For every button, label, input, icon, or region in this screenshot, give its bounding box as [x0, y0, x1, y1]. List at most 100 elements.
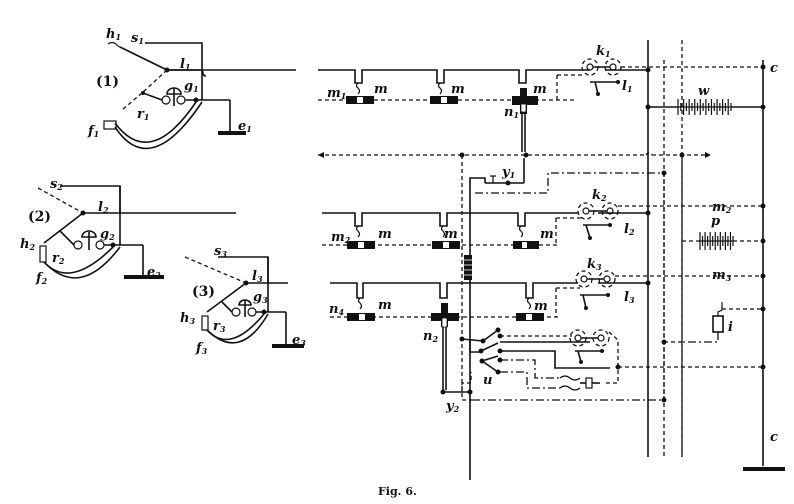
op-jack-dashed [608, 331, 619, 367]
station-1-hook-lever [119, 46, 168, 71]
jack-k1-contact-2 [616, 80, 620, 84]
jack-k1-l-label: l1 [622, 79, 633, 94]
lamp-i-icon [712, 315, 724, 333]
station-2-cord-outer [43, 246, 121, 279]
station-1-number: (1) [96, 74, 119, 90]
switch-u-wire-2 [500, 350, 610, 369]
jack-k1-left [586, 63, 594, 71]
signal-arrow-left-icon [318, 152, 324, 158]
operator-switch: y2 u [440, 327, 763, 414]
station-3-bell-dome-icon [238, 299, 252, 306]
c-junction-1 [760, 64, 766, 70]
station-1-h-wire [107, 41, 121, 48]
station-1-h-label: h1 [106, 27, 121, 42]
jack-k3-right [603, 275, 611, 283]
exchange-row-3: n4 m m n2 k3 l3 [329, 257, 763, 390]
station-3-s-label: s3 [214, 244, 227, 259]
station-1-l-label: l1 [180, 57, 191, 72]
station-2-e-label: e2 [147, 265, 161, 280]
c-junction-5 [760, 273, 766, 279]
row-2-relay-3-label: m [540, 227, 554, 242]
c-junction-6 [760, 306, 766, 312]
y2-bar [442, 390, 470, 393]
row-3-relay-3-label: m [534, 299, 548, 314]
switch-u-lever-1 [461, 338, 484, 342]
exchange-row-1: m1 m m m n1 k1 l1 [318, 44, 763, 152]
station-3-number: (3) [192, 284, 215, 300]
row-2-relay-1-window [358, 242, 364, 248]
station-1-cord-outer [114, 101, 203, 150]
plug-n1-tip [520, 103, 527, 113]
station-1-bell-right [176, 95, 186, 105]
jack-k3-l-label: l3 [624, 290, 635, 305]
op-jack-left [574, 334, 582, 342]
jack-k1-right [609, 63, 617, 71]
induction-coil [464, 255, 472, 280]
row-1-relay-1-right-label: m [374, 82, 388, 97]
jack-k2-l-label: l2 [624, 222, 635, 237]
jack-k2-contact-2 [608, 223, 612, 227]
lamp-i-lead-top [717, 302, 723, 316]
station-3-h-label: h3 [180, 311, 195, 326]
station-1-cord-inner [114, 101, 197, 143]
row-3-line [330, 282, 578, 299]
jack-k2-contact [588, 236, 592, 240]
c-junction-7 [760, 364, 766, 370]
station-2-f-label: f2 [35, 271, 48, 286]
y2-dashed [461, 372, 472, 392]
row-1-relay-2-spring [437, 82, 443, 95]
station-3-e-label: e3 [292, 333, 306, 348]
battery-w-label: w [698, 84, 710, 99]
row-1-relay-1-window [357, 97, 363, 103]
switch-u-label: u [483, 373, 492, 388]
station-3-g-label: g3 [253, 290, 268, 305]
station-2-hook-lever [43, 212, 84, 244]
station-2-g-label: g2 [100, 227, 115, 242]
row-2-relay-2-label: m [444, 227, 458, 242]
station-1-g-label: g1 [184, 79, 199, 94]
station-2-h-label: h2 [20, 237, 35, 252]
battery-p-icon [699, 232, 734, 250]
battery-w-icon [677, 99, 732, 115]
switch-u-blade-3 [481, 355, 499, 362]
row-3-relay-1-window [359, 314, 365, 320]
station-2-rest-lever [37, 187, 84, 214]
station-1-rest-lever-tail [121, 92, 143, 111]
station-3-l-label: l3 [252, 269, 263, 284]
plug-n1-label: n1 [504, 105, 519, 120]
row-2-line [322, 212, 578, 227]
headset-cord-2 [559, 385, 581, 391]
row-1-relay-2-window [441, 97, 447, 103]
battery-p-label: p [711, 214, 720, 229]
row-3-relay-3-window [526, 314, 532, 320]
jack-k2-lever [585, 224, 591, 239]
station-1-shunt-wire [145, 42, 203, 70]
station-1-rest-lever [141, 69, 168, 94]
bus-m2-label: m2 [712, 200, 732, 215]
station-1-e-label: e1 [238, 119, 252, 134]
switch-u-dashdot-1 [500, 359, 560, 379]
station-3-bell-wire [221, 301, 233, 313]
station-2: (2) s2 l2 g2 r2 h2 f2 e2 [20, 177, 236, 286]
station-2-r-label: r2 [52, 251, 65, 266]
switch-u-blade-1 [482, 329, 499, 342]
jack-k3-label: k3 [587, 257, 602, 272]
lamp-i-label: i [728, 320, 733, 335]
station-3-junction-2 [261, 309, 267, 315]
station-1: (1) h1 s1 l1 g1 r1 f1 e1 [87, 27, 296, 150]
bus-m3-label: m3 [712, 268, 732, 283]
row-3-relay-1-right-label: m [378, 298, 392, 313]
bus-junction-row3 [645, 280, 651, 286]
station-2-bell-wire [59, 230, 75, 246]
row-2-relay-1-left-label: m2 [331, 230, 351, 245]
plug-n1-icon [520, 88, 527, 114]
station-3-r-label: r3 [213, 319, 226, 334]
row-3-relay-1-spring [357, 297, 363, 310]
station-2-s-label: s2 [50, 177, 63, 192]
common-c-label-top: c [770, 61, 778, 76]
station-3-receiver-icon [201, 315, 209, 331]
station-2-bell-right [95, 240, 105, 250]
station-1-s-label: s1 [131, 31, 144, 46]
plug-n2-tip [441, 317, 448, 328]
